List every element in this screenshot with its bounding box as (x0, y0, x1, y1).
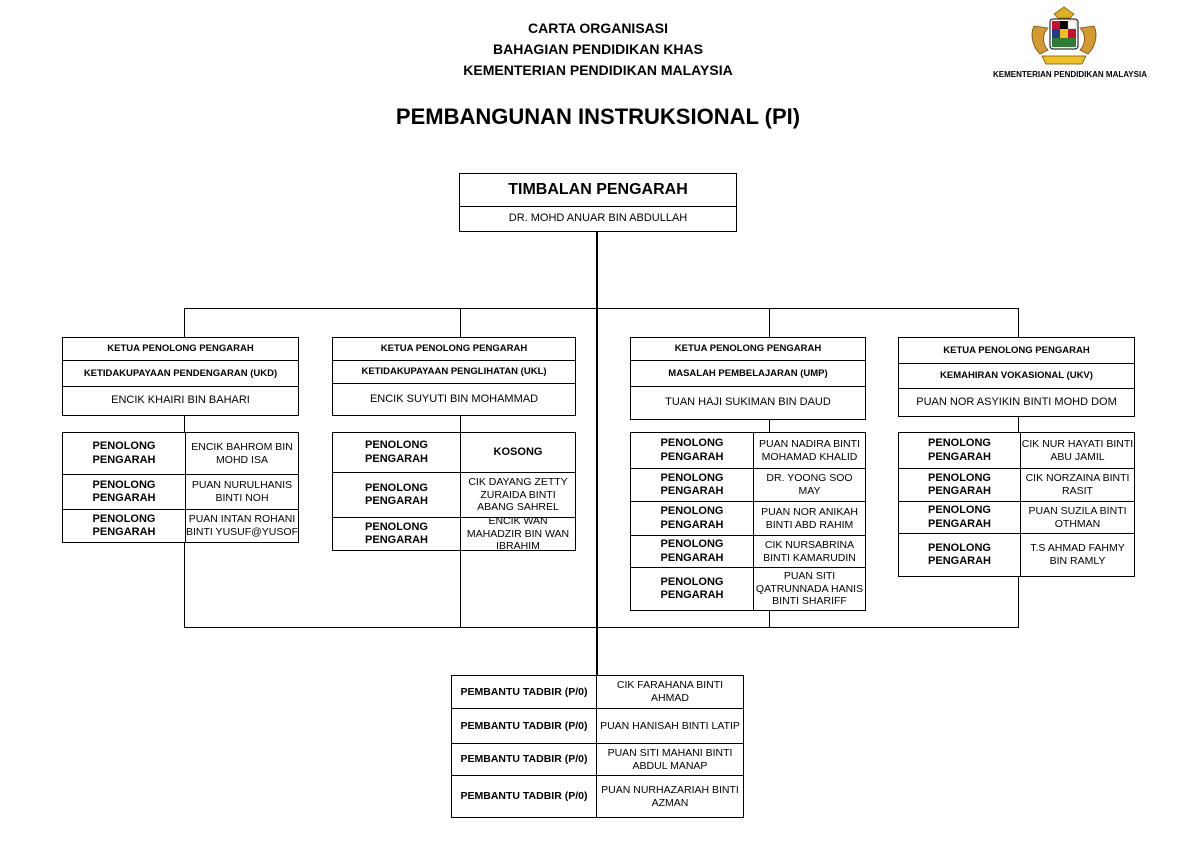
staff-role: PENOLONG PENGARAH (898, 468, 1021, 502)
staff-role: PENOLONG PENGARAH (898, 432, 1021, 469)
staff-name: CIK NURSABRINA BINTI KAMARUDIN (753, 535, 866, 568)
admin-name: PUAN SITI MAHANI BINTI ABDUL MANAP (596, 743, 744, 776)
header-line-1: CARTA ORGANISASI (528, 20, 668, 36)
admin-role: PEMBANTU TADBIR (P/0) (451, 708, 597, 744)
malaysia-coat-of-arms-icon (1031, 6, 1097, 65)
staff-role: PENOLONG PENGARAH (630, 432, 754, 469)
staff-role: PENOLONG PENGARAH (332, 472, 461, 518)
staff-name: T.S AHMAD FAHMY BIN RAMLY (1020, 533, 1135, 577)
staff-role: PENOLONG PENGARAH (898, 533, 1021, 577)
staff-role: PENOLONG PENGARAH (630, 535, 754, 568)
top-name: DR. MOHD ANUAR BIN ABDULLAH (459, 206, 737, 232)
unit-role: KETUA PENOLONG PENGARAH (62, 337, 299, 361)
staff-name: CIK NORZAINA BINTI RASIT (1020, 468, 1135, 502)
admin-name: CIK FARAHANA BINTI AHMAD (596, 675, 744, 709)
staff-name: PUAN INTAN ROHANI BINTI YUSUF@YUSOF (185, 509, 299, 543)
header-line-2: BAHAGIAN PENDIDIKAN KHAS (492, 41, 703, 57)
staff-name: PUAN SUZILA BINTI OTHMAN (1020, 501, 1135, 534)
connector-drop (184, 308, 185, 337)
connector-branch (184, 308, 1019, 309)
admin-role: PEMBANTU TADBIR (P/0) (451, 775, 597, 818)
admin-role: PEMBANTU TADBIR (P/0) (451, 743, 597, 776)
staff-name: PUAN NOR ANIKAH BINTI ABD RAHIM (753, 501, 866, 536)
staff-name: ENCIK BAHROM BIN MOHD ISA (185, 432, 299, 475)
staff-role: PENOLONG PENGARAH (898, 501, 1021, 534)
staff-name: ENCIK WAN MAHADZIR BIN WAN IBRAHIM (460, 515, 576, 552)
unit-head: ENCIK KHAIRI BIN BAHARI (62, 386, 299, 416)
unit-head: ENCIK SUYUTI BIN MOHAMMAD (332, 383, 576, 416)
staff-name: CIK DAYANG ZETTY ZURAIDA BINTI ABANG SAH… (460, 472, 576, 518)
page-title: PEMBANGUNAN INSTRUKSIONAL (PI) (395, 104, 801, 129)
staff-role: PENOLONG PENGARAH (630, 501, 754, 536)
staff-name: KOSONG (460, 432, 576, 473)
admin-name: PUAN HANISAH BINTI LATIP (596, 708, 744, 744)
unit-head: PUAN NOR ASYIKIN BINTI MOHD DOM (898, 388, 1135, 417)
unit-name: KETIDAKUPAYAAN PENDENGARAN (UKD) (62, 360, 299, 387)
staff-name: PUAN SITI QATRUNNADA HANIS BINTI SHARIFF (753, 567, 866, 611)
staff-role: PENOLONG PENGARAH (332, 517, 461, 551)
connector-drop (769, 308, 770, 337)
staff-role: PENOLONG PENGARAH (332, 432, 461, 473)
logo-caption: KEMENTERIAN PENDIDIKAN MALAYSIA (993, 70, 1147, 79)
staff-name: PUAN NURULHANIS BINTI NOH (185, 474, 299, 510)
connector-drop (460, 308, 461, 337)
staff-role: PENOLONG PENGARAH (62, 432, 186, 475)
staff-name: CIK NUR HAYATI BINTI ABU JAMIL (1020, 432, 1135, 469)
top-title: TIMBALAN PENGARAH (459, 173, 737, 207)
staff-role: PENOLONG PENGARAH (630, 468, 754, 502)
admin-role: PEMBANTU TADBIR (P/0) (451, 675, 597, 709)
admin-name: PUAN NURHAZARIAH BINTI AZMAN (596, 775, 744, 818)
staff-role: PENOLONG PENGARAH (630, 567, 754, 611)
connector-bottom (184, 627, 1019, 628)
unit-role: KETUA PENOLONG PENGARAH (332, 337, 576, 361)
connector-drop (1018, 308, 1019, 337)
staff-role: PENOLONG PENGARAH (62, 474, 186, 510)
staff-role: PENOLONG PENGARAH (62, 509, 186, 543)
unit-head: TUAN HAJI SUKIMAN BIN DAUD (630, 386, 866, 420)
unit-name: KEMAHIRAN VOKASIONAL (UKV) (898, 363, 1135, 389)
staff-name: PUAN NADIRA BINTI MOHAMAD KHALID (753, 432, 866, 469)
header-line-3: KEMENTERIAN PENDIDIKAN MALAYSIA (463, 62, 733, 78)
unit-role: KETUA PENOLONG PENGARAH (630, 337, 866, 361)
unit-name: KETIDAKUPAYAAN PENGLIHATAN (UKL) (332, 360, 576, 384)
connector-main (596, 231, 598, 675)
unit-name: MASALAH PEMBELAJARAN (UMP) (630, 360, 866, 387)
staff-name: DR. YOONG SOO MAY (753, 468, 866, 502)
unit-role: KETUA PENOLONG PENGARAH (898, 337, 1135, 364)
